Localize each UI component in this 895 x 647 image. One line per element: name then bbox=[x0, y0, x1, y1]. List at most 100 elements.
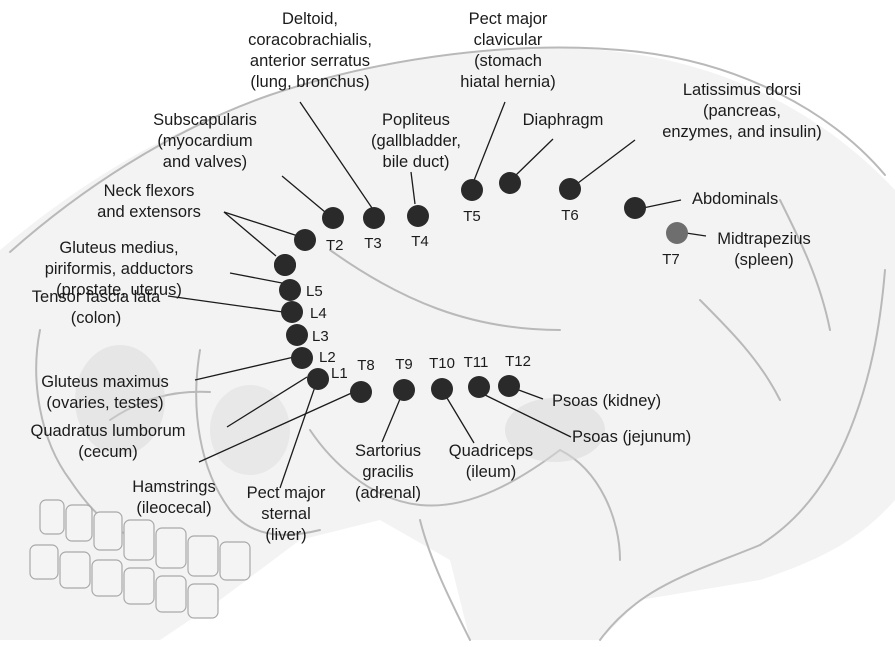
label-sartorius: Sartorius gracilis (adrenal) bbox=[355, 442, 421, 502]
label-line: Psoas (kidney) bbox=[552, 392, 661, 410]
label-line: Quadriceps bbox=[449, 442, 533, 460]
label-line: and extensors bbox=[97, 203, 201, 221]
leader-neck-b bbox=[224, 212, 276, 256]
label-line: (spleen) bbox=[734, 251, 794, 269]
leader-diaphragm bbox=[516, 139, 553, 175]
label-line: anterior serratus bbox=[250, 52, 370, 70]
segment-code-t5: T5 bbox=[463, 208, 481, 225]
label-line: (lung, bronchus) bbox=[250, 73, 369, 91]
label-line: Pect major bbox=[469, 10, 548, 28]
label-line: Deltoid, bbox=[282, 10, 338, 28]
leader-subscapularis bbox=[282, 176, 325, 212]
reflex-point-l5 bbox=[279, 279, 301, 301]
label-line: Abdominals bbox=[692, 190, 778, 208]
label-line: Tensor fascia lata bbox=[32, 288, 161, 306]
leader-tensor bbox=[168, 296, 283, 312]
segment-code-l5: L5 bbox=[306, 283, 323, 300]
reflex-point-t8 bbox=[350, 381, 372, 403]
muscle-labels: Deltoid, coracobrachialis, anterior serrat… bbox=[31, 10, 822, 544]
label-midtrapezius: Midtrapezius (spleen) bbox=[717, 230, 811, 269]
label-abdominals: Abdominals bbox=[692, 190, 778, 208]
label-line: hiatal hernia) bbox=[460, 73, 555, 91]
reflex-point-t7 bbox=[666, 222, 688, 244]
reflex-point-t9 bbox=[393, 379, 415, 401]
label-line: (gallbladder, bbox=[371, 132, 461, 150]
label-deltoid: Deltoid, coracobrachialis, anterior serrat… bbox=[248, 10, 372, 91]
segment-code-t10: T10 bbox=[429, 355, 455, 372]
reflex-point-t6 bbox=[559, 178, 581, 200]
label-psoas-kidney: Psoas (kidney) bbox=[552, 392, 661, 410]
label-line: Neck flexors bbox=[104, 182, 195, 200]
leader-gluteus-max bbox=[195, 357, 294, 380]
leader-gluteus-medius bbox=[230, 273, 282, 283]
label-tensor: Tensor fascia lata (colon) bbox=[32, 288, 161, 327]
label-quadriceps: Quadriceps (ileum) bbox=[449, 442, 533, 481]
label-diaphragm: Diaphragm bbox=[523, 111, 604, 129]
reflex-point-t11 bbox=[468, 376, 490, 398]
segment-code-l3: L3 bbox=[312, 328, 329, 345]
label-neck: Neck flexors and extensors bbox=[97, 182, 201, 221]
label-psoas-jejunum: Psoas (jejunum) bbox=[572, 428, 691, 446]
segment-code-t3: T3 bbox=[364, 235, 382, 252]
leader-psoas-kidney bbox=[516, 389, 543, 399]
label-line: Hamstrings bbox=[132, 478, 215, 496]
label-line: Popliteus bbox=[382, 111, 450, 129]
label-line: Gluteus maximus bbox=[41, 373, 168, 391]
reflex-point-abdominals bbox=[624, 197, 646, 219]
leader-popliteus bbox=[411, 172, 415, 204]
label-line: clavicular bbox=[474, 31, 543, 49]
leader-pect-clavicular bbox=[473, 102, 505, 183]
reflex-point-l2 bbox=[291, 347, 313, 369]
label-line: Pect major bbox=[247, 484, 326, 502]
reflex-point-t3 bbox=[363, 207, 385, 229]
label-line: sternal bbox=[261, 505, 311, 523]
label-quadratus: Quadratus lumborum(cecum) bbox=[31, 422, 186, 461]
leader-neck-a bbox=[224, 212, 298, 236]
label-line: Sartorius bbox=[355, 442, 421, 460]
leader-midtrapezius bbox=[686, 233, 706, 236]
label-gluteus-max: Gluteus maximus (ovaries, testes) bbox=[41, 373, 168, 412]
reflex-point-t2 bbox=[294, 229, 316, 251]
label-latissimus: Latissimus dorsi(pancreas,enzymes, and i… bbox=[662, 81, 822, 141]
leader-abdominals bbox=[643, 200, 681, 208]
label-popliteus: Popliteus(gallbladder,bile duct) bbox=[371, 111, 461, 171]
leader-sartorius bbox=[382, 399, 400, 442]
segment-code-t7: T7 bbox=[662, 251, 680, 268]
segment-code-t6: T6 bbox=[561, 207, 579, 224]
reflex-point-t10 bbox=[431, 378, 453, 400]
label-line: (colon) bbox=[71, 309, 121, 327]
label-line: (ileum) bbox=[466, 463, 516, 481]
segment-code-l1: L1 bbox=[331, 365, 348, 382]
reflex-point-t4 bbox=[407, 205, 429, 227]
label-line: (ovaries, testes) bbox=[46, 394, 163, 412]
segment-code-t9: T9 bbox=[395, 356, 413, 373]
label-line: Gluteus medius, bbox=[59, 239, 178, 257]
label-line: coracobrachialis, bbox=[248, 31, 372, 49]
label-line: Latissimus dorsi bbox=[683, 81, 801, 99]
segment-code-t11: T11 bbox=[464, 354, 489, 371]
leader-latissimus bbox=[578, 140, 635, 183]
reflex-point-l1 bbox=[307, 368, 329, 390]
label-line: (adrenal) bbox=[355, 484, 421, 502]
label-line: Quadratus lumborum bbox=[31, 422, 186, 440]
label-line: (myocardium bbox=[157, 132, 252, 150]
label-line: (stomach bbox=[474, 52, 542, 70]
label-line: Psoas (jejunum) bbox=[572, 428, 691, 446]
leader-deltoid bbox=[300, 102, 372, 208]
label-pect-sternal: Pect major sternal (liver) bbox=[247, 484, 326, 544]
reflex-point-gluteus-medius bbox=[274, 254, 296, 276]
segment-code-t2: T2 bbox=[326, 237, 344, 254]
label-line: gracilis bbox=[362, 463, 413, 481]
segment-code-t4: T4 bbox=[411, 233, 429, 250]
label-line: (liver) bbox=[265, 526, 306, 544]
leader-pect-sternal bbox=[280, 378, 318, 488]
segment-code-l2: L2 bbox=[319, 349, 336, 366]
reflex-point-l3 bbox=[286, 324, 308, 346]
label-hamstrings: Hamstrings (ileocecal) bbox=[132, 478, 215, 517]
leader-hamstrings bbox=[199, 391, 356, 462]
label-line: (ileocecal) bbox=[136, 499, 211, 517]
label-pect-clav: Pect major clavicular (stomach hiatal herni… bbox=[460, 10, 555, 91]
reflex-point-diaphragm bbox=[499, 172, 521, 194]
label-line: Midtrapezius bbox=[717, 230, 811, 248]
